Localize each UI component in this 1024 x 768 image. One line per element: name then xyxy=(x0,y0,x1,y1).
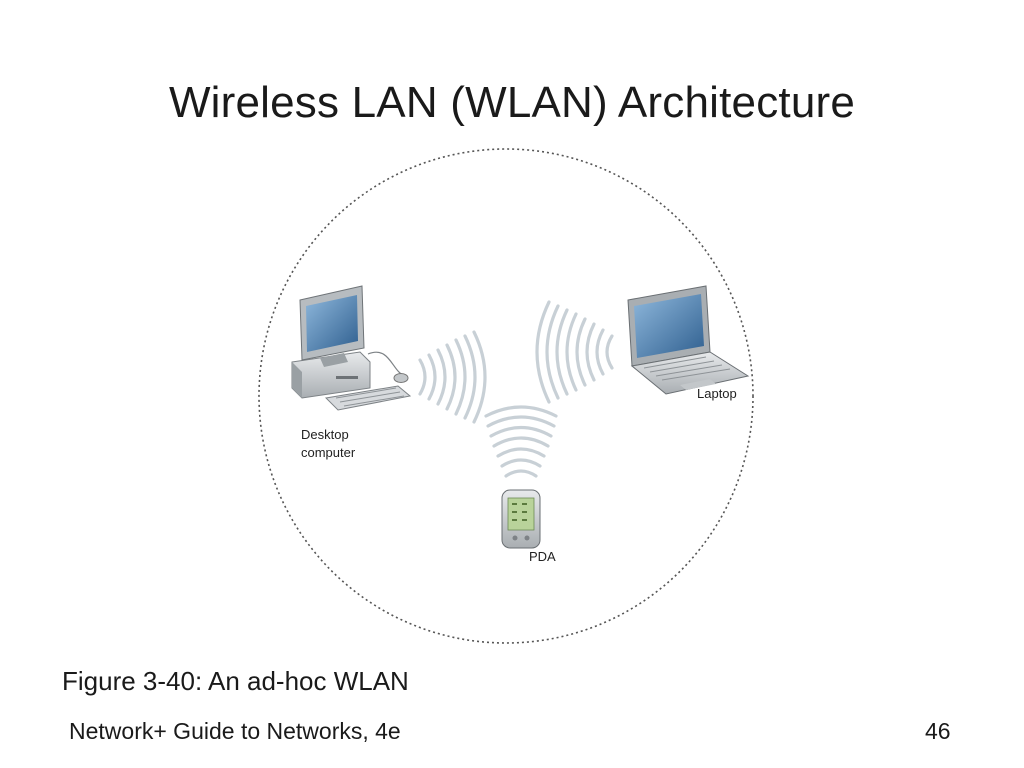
slide-title: Wireless LAN (WLAN) Architecture xyxy=(168,78,856,127)
page-number: 46 xyxy=(925,718,951,744)
laptop-signal-waves xyxy=(535,300,614,404)
footer-text: Network+ Guide to Networks, 4e xyxy=(69,718,401,744)
laptop-label: Laptop xyxy=(697,386,737,401)
figure-caption: Figure 3-40: An ad-hoc WLAN xyxy=(62,666,409,696)
desktop-computer-label: Desktop computer xyxy=(301,427,356,460)
laptop-icon xyxy=(627,285,750,395)
pda-label: PDA xyxy=(529,549,556,564)
network-boundary xyxy=(258,148,754,644)
wlan-diagram xyxy=(240,140,800,665)
desktop-computer-icon xyxy=(291,285,412,411)
desktop-signal-waves xyxy=(418,330,487,424)
pda-signal-waves xyxy=(484,405,558,478)
pda-icon xyxy=(501,489,541,549)
